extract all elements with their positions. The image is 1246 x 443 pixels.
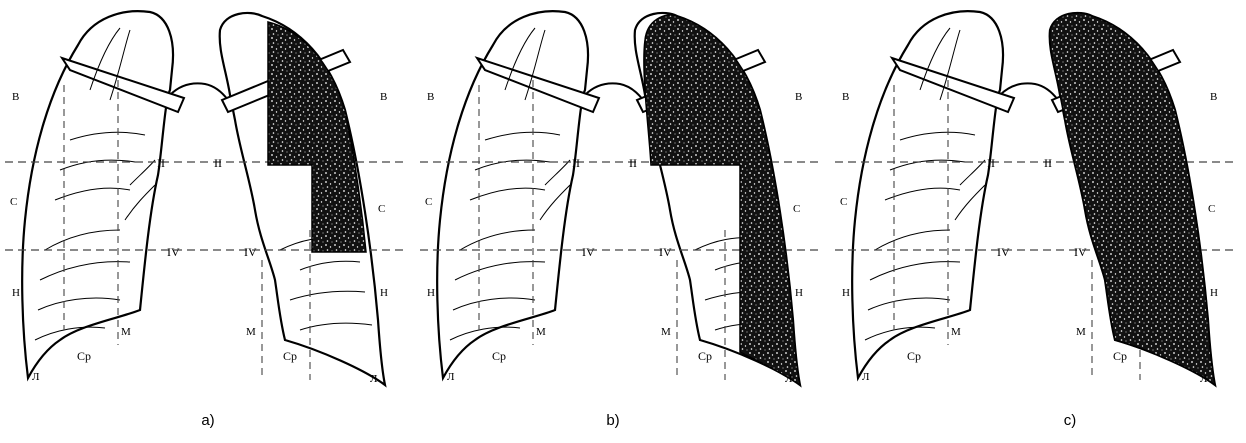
label-corner-right: Л <box>1200 373 1208 385</box>
label-rib-iv-right: IV <box>1074 245 1087 259</box>
label-midclav-left: М <box>951 326 961 338</box>
consolidation-area <box>1050 13 1215 385</box>
label-rib-ii-right: II <box>1044 156 1052 170</box>
label-rib-iv-left: IV <box>997 245 1010 259</box>
right-lung-outline <box>22 11 173 378</box>
label-corner-left: Л <box>447 371 455 383</box>
label-midclav-left: М <box>536 326 546 338</box>
label-lower-right: Н <box>795 287 803 299</box>
label-lower-left: Н <box>12 287 20 299</box>
label-upper-left: В <box>842 91 849 103</box>
label-upper-left: В <box>427 91 434 103</box>
label-mid-right: Ср <box>283 349 297 363</box>
label-lower-right: Н <box>380 287 388 299</box>
label-rib-ii-right: II <box>214 156 222 170</box>
lung-diagram-c: В В С С Н Н II II IV IV М М Ср СрЛ Л <box>830 0 1245 410</box>
label-mid-right: Ср <box>698 349 712 363</box>
label-rib-iv-left: IV <box>167 245 180 259</box>
label-rib-iv-right: IV <box>244 245 257 259</box>
label-rib-ii-left: II <box>572 156 580 170</box>
label-rib-ii-left: II <box>157 156 165 170</box>
label-mid-right: Ср <box>1113 349 1127 363</box>
label-upper-right: В <box>795 91 802 103</box>
label-middle-right: С <box>793 203 800 215</box>
label-midclav-right: М <box>246 326 256 338</box>
label-mid-left: Ср <box>492 349 506 363</box>
label-rib-iv-right: IV <box>659 245 672 259</box>
label-rib-ii-right: II <box>629 156 637 170</box>
label-midclav-left: М <box>121 326 131 338</box>
lung-diagram-b: В В С С Н Н II II IV IV М М Ср СрЛ Л <box>415 0 830 410</box>
lung-diagram-a: В В С С Н Н II II IV IV М М Ср СрЛ Л <box>0 0 415 410</box>
label-rib-iv-left: IV <box>582 245 595 259</box>
label-mid-left: Ср <box>907 349 921 363</box>
label-corner-left: Л <box>32 371 40 383</box>
label-upper-right: В <box>1210 91 1217 103</box>
label-middle-right: С <box>1208 203 1215 215</box>
label-middle-right: С <box>378 203 385 215</box>
right-lung-outline <box>852 11 1003 378</box>
right-lung-outline <box>437 11 588 378</box>
label-lower-left: Н <box>842 287 850 299</box>
label-corner-right: Л <box>370 373 378 385</box>
label-midclav-right: М <box>661 326 671 338</box>
panel-caption: a) <box>178 412 238 429</box>
panel-caption: b) <box>583 412 643 429</box>
label-middle-left: С <box>10 196 17 208</box>
label-midclav-right: М <box>1076 326 1086 338</box>
label-middle-left: С <box>425 196 432 208</box>
label-rib-ii-left: II <box>987 156 995 170</box>
label-upper-right: В <box>380 91 387 103</box>
label-lower-left: Н <box>427 287 435 299</box>
label-corner-right: Л <box>785 373 793 385</box>
label-upper-left: В <box>12 91 19 103</box>
panel-caption: c) <box>1040 412 1100 429</box>
label-corner-left: Л <box>862 371 870 383</box>
label-lower-right: Н <box>1210 287 1218 299</box>
label-middle-left: С <box>840 196 847 208</box>
panel-a: В В С С Н Н II II IV IV М М Ср СрЛ Л a) <box>0 0 415 443</box>
label-mid-left: Ср <box>77 349 91 363</box>
consolidation-shading <box>1050 13 1215 385</box>
